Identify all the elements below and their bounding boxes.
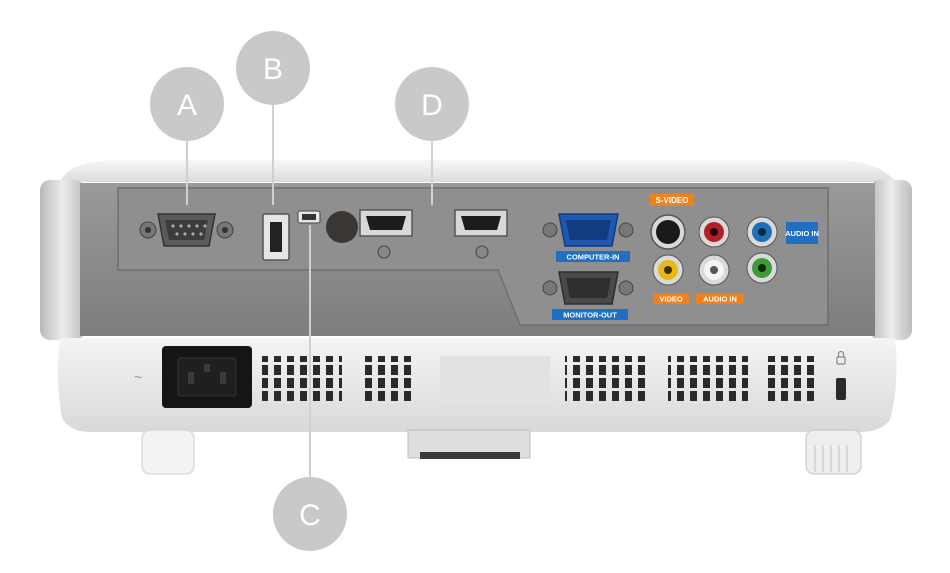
ventilation-grille (262, 356, 814, 404)
right-foot-ridges (814, 445, 848, 472)
computer-in-label: COMPUTER-IN (567, 253, 620, 262)
left-side-cap (40, 180, 85, 340)
callout-b-letter: B (263, 53, 283, 86)
hdmi-port-1 (359, 209, 413, 259)
ac-symbol: ~ (134, 369, 142, 385)
audio-red-port (698, 216, 730, 248)
callout-d: D (395, 67, 469, 141)
audio-white-port (698, 254, 730, 286)
rs232-port (139, 213, 234, 247)
callout-a-letter: A (177, 89, 197, 122)
video-label: VIDEO (659, 295, 683, 304)
usb-port (262, 213, 290, 261)
s-video-label: S-VIDEO (656, 196, 689, 205)
hdmi-port-2 (454, 209, 508, 259)
ir-sensor (326, 211, 358, 243)
audio-in-right-label: AUDIO IN (785, 229, 819, 238)
right-foot (805, 429, 862, 475)
monitor-out-label: MONITOR-OUT (563, 311, 617, 320)
monitor-out-port (542, 271, 634, 305)
callout-leaders (186, 104, 433, 480)
callout-c-letter: C (299, 499, 321, 532)
power-inlet-icon (162, 346, 252, 408)
audio-in-bottom-label-bg (696, 293, 744, 304)
callout-b: B (236, 31, 310, 105)
callout-d-letter: D (421, 89, 443, 122)
monitor-out-label-bg (552, 309, 628, 320)
video-yellow-port (652, 254, 684, 286)
kensington-lock-icon (836, 350, 846, 400)
connector-recess (117, 187, 829, 326)
audio-blue-port (746, 216, 778, 248)
audio-in-bottom-label: AUDIO IN (703, 295, 737, 304)
computer-in-port (542, 213, 634, 247)
callout-c: C (273, 477, 347, 551)
top-shell (60, 160, 895, 182)
computer-in-label-bg (556, 251, 630, 262)
s-video-port (650, 214, 686, 250)
mini-usb-port (297, 210, 321, 224)
center-foot-shadow (420, 452, 520, 459)
audio-green-port (746, 252, 778, 284)
s-video-label-bg (650, 194, 694, 206)
left-foot (141, 429, 195, 475)
callout-a: A (150, 67, 224, 141)
video-label-bg (653, 293, 689, 304)
audio-in-right-label-bg (786, 222, 818, 244)
right-side-cap (870, 180, 912, 340)
